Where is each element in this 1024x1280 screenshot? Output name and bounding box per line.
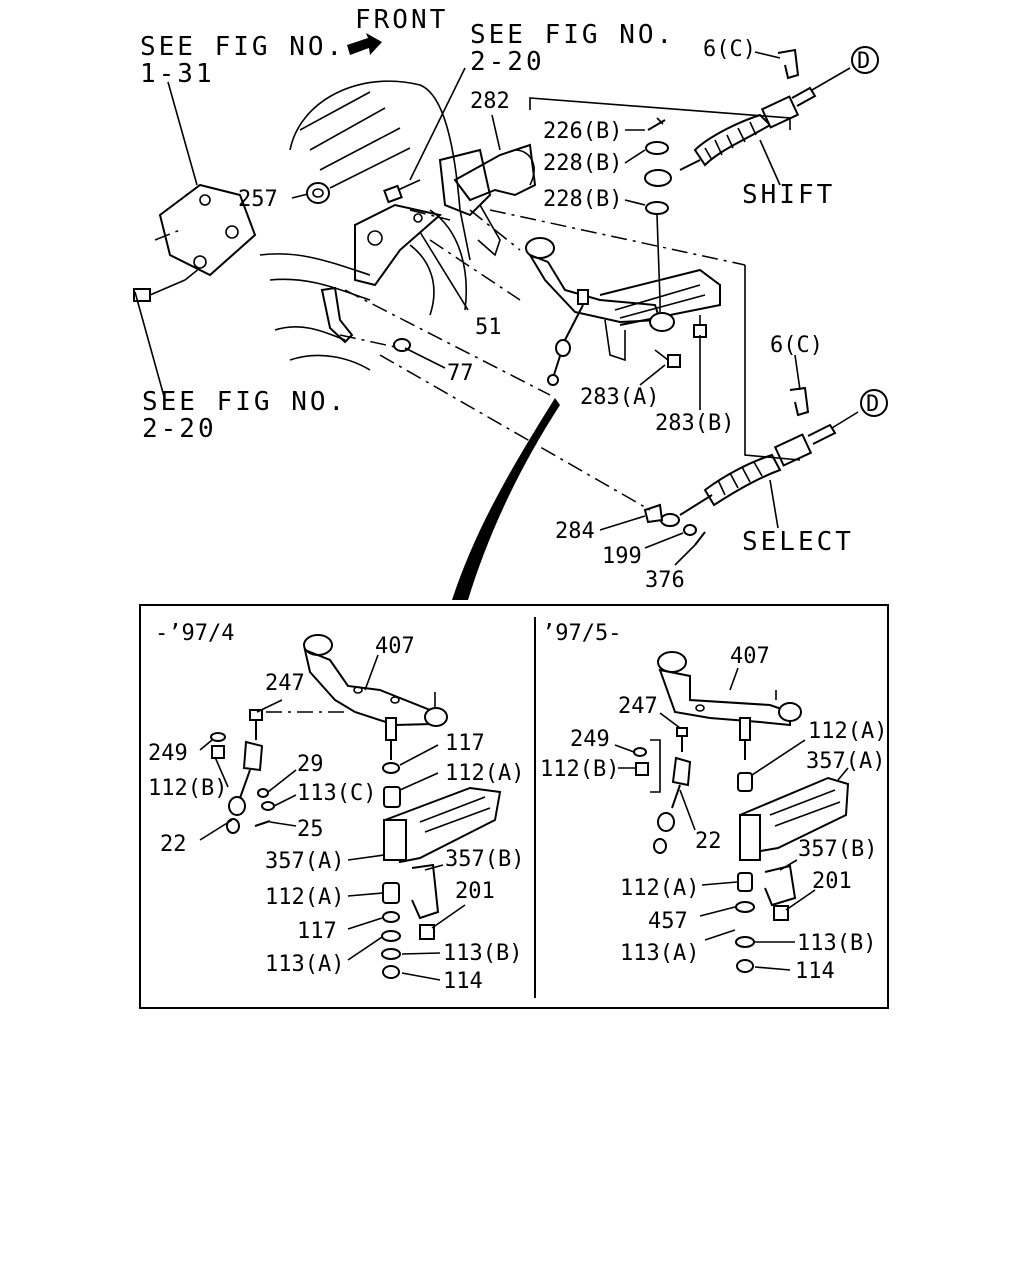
part-label-6c-mid: 6(C) (770, 333, 823, 358)
bolt-283a (654, 349, 681, 368)
bushing-257 (306, 182, 330, 204)
leader-lines-top (134, 51, 801, 566)
inset-right-label-112b: 112(B) (540, 757, 619, 782)
washer-228b-lower (645, 201, 669, 215)
svg-text:D: D (866, 392, 879, 417)
part-label-376: 376 (645, 568, 685, 593)
inset-left-label-357a: 357(A) (265, 849, 344, 874)
inset-right-label-357b: 357(B) (798, 837, 877, 862)
front-arrow-icon (347, 33, 382, 55)
part-label-199: 199 (602, 544, 642, 569)
inset-left-label-29: 29 (297, 752, 324, 777)
inset-left-label-201: 201 (455, 879, 495, 904)
see-fig-1-31-line1: SEE FIG NO. (140, 32, 345, 62)
part-label-283b: 283(B) (655, 411, 734, 436)
shift-bracket-line (529, 97, 791, 130)
bolt-left-lower (133, 267, 201, 302)
washer-228b-upper (645, 141, 669, 155)
pin-226b (647, 117, 666, 131)
clip-lower (320, 286, 354, 344)
part-label-228b-1: 228(B) (543, 151, 622, 176)
see-fig-2-20-top-line2: 2-20 (470, 47, 545, 77)
inset-right-leaders (614, 667, 849, 971)
marker-d-mid: D (860, 389, 888, 417)
bolt-upper (383, 179, 421, 204)
select-bracket-line (744, 265, 801, 461)
part-label-228b-2: 228(B) (543, 187, 622, 212)
transmission-housing (259, 80, 471, 371)
inset-right-label-201: 201 (812, 869, 852, 894)
clip-6c-mid (789, 386, 810, 417)
see-fig-1-31-line2: 1-31 (140, 59, 215, 89)
inset-right-label-247: 247 (618, 694, 658, 719)
shift-cable (679, 67, 851, 171)
inset-right-title: ’97/5- (542, 621, 621, 646)
inset-right-label-112a-1: 112(A) (808, 719, 887, 744)
svg-text:D: D (857, 49, 870, 74)
inset-left-label-249: 249 (148, 741, 188, 766)
inset-right-label-113a: 113(A) (620, 941, 699, 966)
inset-left-label-117-1: 117 (445, 731, 485, 756)
inset-left-label-113b: 113(B) (443, 941, 522, 966)
assembly-line-shift (656, 214, 661, 301)
detail-callout-wedge (452, 398, 560, 600)
clip-6c-top (777, 48, 800, 80)
part-label-226b: 226(B) (543, 119, 622, 144)
see-fig-2-20-left-line2: 2-20 (142, 414, 217, 444)
shift-label: SHIFT (742, 180, 835, 210)
bolt-283b (693, 315, 707, 338)
inset-left-drawing (210, 634, 502, 979)
inset-left-leaders (199, 654, 466, 981)
assembly-lines (339, 209, 746, 511)
inset-right-label-113b: 113(B) (797, 931, 876, 956)
marker-d-top: D (851, 46, 879, 74)
inset-left-label-113a: 113(A) (265, 952, 344, 977)
part-label-6c-top: 6(C) (703, 37, 756, 62)
part-label-257: 257 (238, 187, 278, 212)
bracket-51 (354, 148, 492, 287)
inset-left-label-114: 114 (443, 969, 483, 994)
inset-left-title: -’97/4 (155, 621, 234, 646)
inset-right-label-457: 457 (648, 909, 688, 934)
inset-left-label-407: 407 (375, 634, 415, 659)
inset-right-label-249: 249 (570, 727, 610, 752)
front-label: FRONT (355, 5, 448, 35)
detail-inset-frame (139, 604, 889, 1009)
bushing-shift (644, 169, 672, 187)
inset-left-label-112a-1: 112(A) (445, 761, 524, 786)
inset-right-label-407: 407 (730, 644, 770, 669)
inset-right-label-112a-2: 112(A) (620, 876, 699, 901)
inset-right-drawing (633, 651, 850, 973)
see-fig-2-20-left-line1: SEE FIG NO. (142, 387, 347, 417)
inset-left-label-112a-2: 112(A) (265, 885, 344, 910)
part-label-51: 51 (475, 315, 502, 340)
part-label-283a: 283(A) (580, 385, 659, 410)
pin-376 (694, 531, 706, 546)
inset-left-label-113c: 113(C) (297, 781, 376, 806)
mount-bracket-left (154, 183, 257, 277)
inset-left-label-112b: 112(B) (148, 776, 227, 801)
inset-left-label-22: 22 (160, 832, 187, 857)
washer-284 (643, 503, 664, 524)
inset-left-label-357b: 357(B) (445, 847, 524, 872)
inset-right-label-357a: 357(A) (806, 749, 885, 774)
washer-199 (683, 524, 697, 536)
inset-right-label-22: 22 (695, 829, 722, 854)
part-label-284: 284 (555, 519, 595, 544)
inset-right-label-114: 114 (795, 959, 835, 984)
part-label-77: 77 (447, 361, 474, 386)
inset-left-label-247: 247 (265, 671, 305, 696)
bracket-282 (453, 143, 537, 257)
part-label-282: 282 (470, 89, 510, 114)
see-fig-2-20-top-line1: SEE FIG NO. (470, 20, 675, 50)
select-label: SELECT (742, 527, 854, 557)
inset-left-label-117-2: 117 (297, 919, 337, 944)
inset-left-label-25: 25 (297, 817, 324, 842)
shift-lever-assembly (525, 237, 721, 386)
